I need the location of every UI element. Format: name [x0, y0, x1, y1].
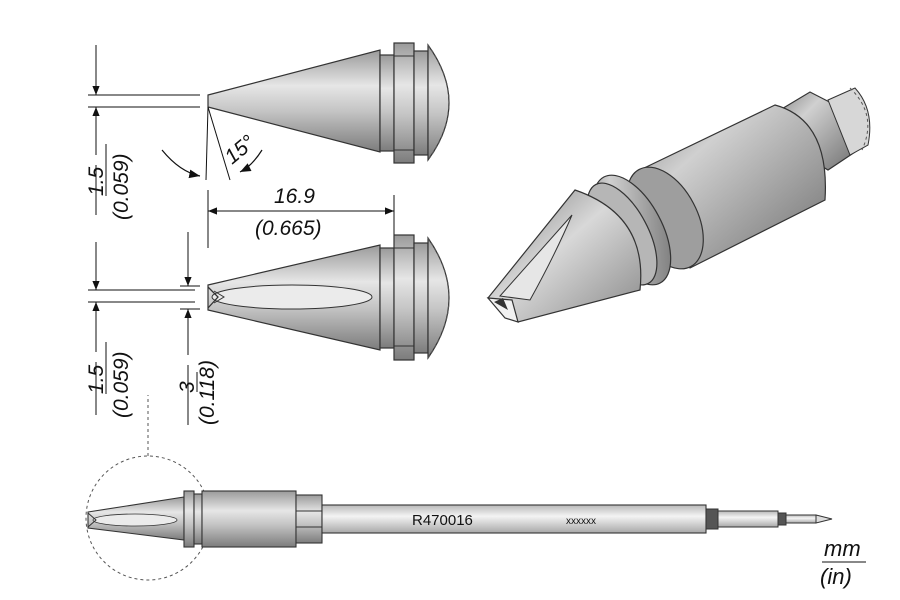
tip-3d-view [486, 87, 871, 323]
bottom-width-in: (0.059) [110, 351, 133, 418]
top-width-dimension: 1.5 (0.059) [85, 45, 200, 220]
full-tip-view: R470016 xxxxxx [85, 395, 833, 581]
top-width-in: (0.059) [110, 153, 133, 220]
unit-in: (in) [820, 564, 852, 589]
part-number: R470016 [412, 512, 473, 529]
bottom-width-mm: 1.5 [85, 364, 108, 394]
length-mm: 16.9 [274, 185, 315, 208]
unit-legend: mm (in) [820, 536, 866, 589]
slot-in: (0.118) [196, 360, 219, 425]
top-width-mm: 1.5 [85, 166, 108, 196]
part-code: xxxxxx [566, 516, 596, 527]
bottom-width-dimension: 1.5 (0.059) [85, 242, 195, 418]
tip-side-view [207, 42, 450, 164]
angle-dimension: 15° [161, 106, 263, 181]
length-in: (0.665) [255, 217, 322, 240]
slot-mm: 3 [176, 381, 199, 393]
angle-label: 15° [220, 131, 259, 169]
slot-dimension: 3 (0.118) [176, 232, 219, 425]
tip-top-view [207, 234, 450, 361]
length-dimension: 16.9 (0.665) [207, 185, 395, 248]
unit-mm: mm [824, 536, 861, 561]
